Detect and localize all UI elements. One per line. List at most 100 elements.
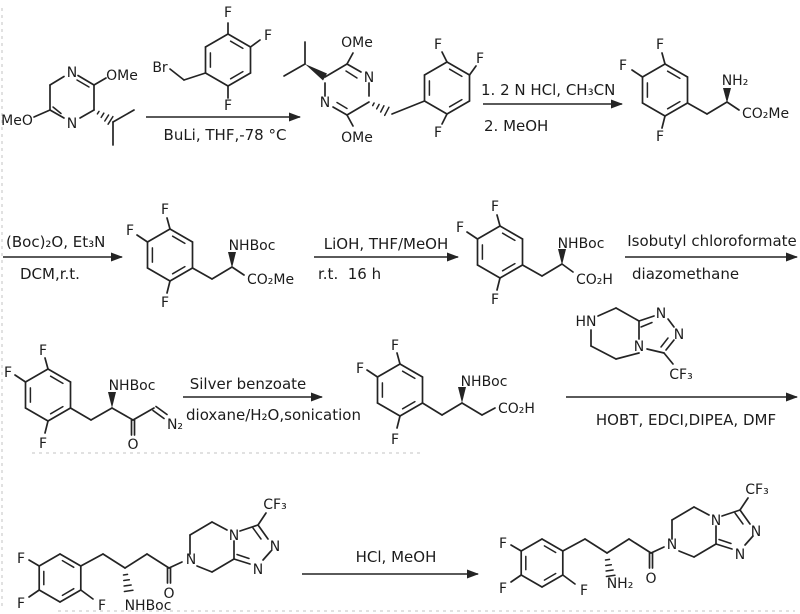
condition-step-7-below: HOBT, EDCI,DIPEA, DMF (596, 411, 776, 429)
condition-step-3-above: (Boc)₂O, Et₃N (6, 233, 105, 251)
atom-label-n: N (667, 537, 677, 553)
arrow-step-1: BuLi, THF,-78 °C (146, 112, 301, 144)
compound-boc-sitagliptin-bonds (28, 512, 272, 603)
group-label-ome: OMe (341, 35, 373, 51)
group-label-ome: OMe (106, 68, 138, 84)
group-label-nhboc: NHBoc (229, 238, 276, 254)
compound-alkylated-bislactim-bonds (283, 41, 477, 127)
group-label-ome: OMe (341, 130, 373, 146)
compound-triazolopiperazine-bonds (590, 307, 675, 365)
group-label-hn: HN (576, 314, 597, 330)
group-label-co2me: CO₂Me (247, 272, 294, 288)
atom-label-f: F (17, 596, 25, 612)
group-label-cf3: CF₃ (263, 497, 286, 513)
atom-label-f: F (499, 536, 507, 552)
compound-bislactim-ether-bonds (33, 74, 135, 146)
compound-alkylated-bislactim: OMe N N OMe F F F (283, 35, 484, 146)
compound-boc-sitagliptin: F F F NHBoc O N N N N CF₃ (17, 497, 287, 614)
condition-step-2-above: 1. 2 N HCl, CH₃CN (481, 81, 615, 99)
atom-label-f: F (356, 361, 364, 377)
atom-label-f: F (4, 365, 12, 381)
atom-label-f: F (476, 51, 484, 67)
atom-label-f: F (391, 338, 399, 354)
atom-label-f: F (224, 5, 232, 21)
atom-label-n: N (186, 552, 196, 568)
atom-label-n: N (751, 524, 761, 540)
atom-label-n: N (67, 65, 77, 81)
compound-boc-amino-acid: F F F NHBoc CO₂H (456, 199, 613, 308)
group-label-cf3: CF₃ (745, 482, 768, 498)
group-label-n2: N₂ (167, 417, 183, 433)
group-label-nh2: NH₂ (607, 576, 634, 592)
atom-label-f: F (17, 551, 25, 567)
atom-label-f: F (126, 223, 134, 239)
group-label-cf3: CF₃ (669, 367, 692, 383)
compound-amino-ester: F F F NH₂ CO₂Me (619, 37, 789, 145)
arrow-step-8: HCl, MeOH (302, 548, 479, 579)
condition-step-4-above: LiOH, THF/MeOH (324, 235, 449, 253)
atom-label-n: N (364, 70, 374, 86)
atom-label-n: N (229, 528, 239, 544)
atom-label-n: N (735, 547, 745, 563)
atom-label-f: F (161, 295, 169, 311)
atom-label-f: F (391, 432, 399, 448)
group-label-nhboc: NHBoc (125, 598, 172, 614)
atom-label-f: F (580, 583, 588, 599)
atom-label-n: N (634, 339, 644, 355)
atom-label-n: N (656, 306, 666, 322)
atom-label-f: F (264, 28, 272, 44)
compound-boc-beta-amino-acid-bonds (366, 352, 496, 429)
compound-trifluorobenzyl-bromide-bonds (169, 22, 261, 99)
atom-label-o: O (127, 437, 138, 453)
arrow-step-7: HOBT, EDCI,DIPEA, DMF (566, 392, 798, 429)
atom-label-f: F (434, 37, 442, 53)
atom-label-n: N (270, 539, 280, 555)
atom-label-f: F (39, 343, 47, 359)
atom-label-n: N (67, 116, 77, 132)
atom-label-f: F (656, 129, 664, 145)
atom-label-f: F (656, 37, 664, 53)
condition-step-2-below: 2. MeOH (484, 117, 548, 135)
atom-label-f: F (224, 98, 232, 114)
atom-label-f: F (161, 202, 169, 218)
group-label-nh2: NH₂ (722, 73, 749, 89)
compound-diazoketone: F F F NHBoc O N₂ (4, 343, 183, 453)
compound-amino-ester-bonds (631, 52, 740, 129)
atom-label-br: Br (152, 60, 168, 76)
atom-label-n: N (253, 562, 263, 578)
atom-label-f: F (39, 436, 47, 452)
arrow-step-5: Isobutyl chloroformate diazomethane (625, 232, 798, 283)
compound-boc-amino-ester: F F F NHBoc CO₂Me (126, 202, 294, 311)
compound-boc-amino-acid-bonds (466, 214, 574, 291)
group-label-co2h: CO₂H (576, 272, 613, 288)
group-label-meo: MeO (1, 113, 33, 129)
compound-boc-amino-ester-bonds (136, 217, 245, 294)
arrow-step-6: Silver benzoate dioxane/H₂O,sonication (183, 375, 361, 424)
condition-step-5-below: diazomethane (632, 265, 739, 283)
compound-boc-beta-amino-acid: F F F NHBoc CO₂H (356, 338, 535, 448)
atom-label-f: F (619, 58, 627, 74)
atom-label-n: N (711, 513, 721, 529)
group-label-nhboc: NHBoc (109, 378, 156, 394)
group-label-co2h: CO₂H (498, 401, 535, 417)
atom-label-f: F (491, 199, 499, 215)
atom-label-o: O (645, 571, 656, 587)
condition-step-4-below: r.t. 16 h (318, 265, 381, 283)
group-label-nhboc: NHBoc (461, 374, 508, 390)
atom-label-f: F (434, 125, 442, 141)
group-label-nhboc: NHBoc (558, 236, 605, 252)
compound-triazolopiperazine: HN N N N CF₃ (576, 306, 693, 383)
compound-bislactim-ether: N OMe MeO N (1, 65, 138, 146)
arrow-step-4: LiOH, THF/MeOH r.t. 16 h (314, 235, 459, 283)
atom-label-f: F (499, 581, 507, 597)
condition-step-3-below: DCM,r.t. (20, 265, 80, 283)
condition-step-1-below: BuLi, THF,-78 °C (164, 126, 287, 144)
arrow-step-3: (Boc)₂O, Et₃N DCM,r.t. (3, 233, 123, 283)
compound-trifluorobenzyl-bromide: F F F Br (152, 5, 272, 114)
compound-sitagliptin-final: F F F NH₂ O N N N N CF₃ (499, 482, 769, 599)
condition-step-6-below: dioxane/H₂O,sonication (186, 406, 361, 424)
condition-step-5-above: Isobutyl chloroformate (627, 232, 797, 250)
compound-diazoketone-bonds (14, 357, 168, 436)
